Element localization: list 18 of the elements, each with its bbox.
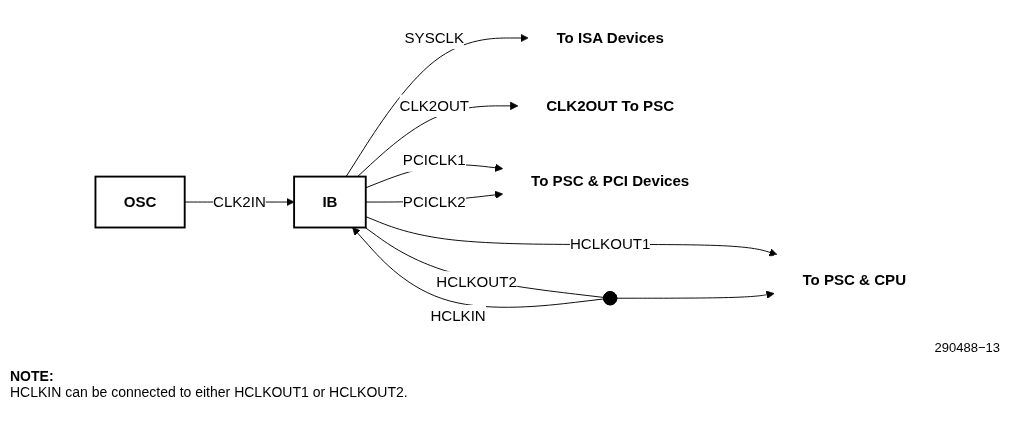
edge-label: SYSCLK [404, 29, 465, 46]
edge-label: HCLKIN [430, 307, 486, 324]
edge-label: PCICLK1 [402, 152, 466, 169]
note-text: HCLKIN can be connected to either HCLKOUT1 or HCLKOUT2. [10, 384, 408, 400]
figure-number: 290488−13 [934, 340, 1000, 355]
note-heading: NOTE: [10, 368, 54, 384]
edge-label: PCICLK2 [402, 193, 466, 210]
node-box: IB [293, 175, 367, 229]
node-text: CLK2OUT To PSC [546, 97, 675, 114]
edge-label: CLK2IN [213, 193, 266, 210]
node-box: OSC [94, 175, 186, 229]
node-text: To PSC & PCI Devices [531, 172, 690, 189]
node-text: To PSC & CPU [802, 271, 907, 288]
connector [364, 227, 605, 298]
node-text: To ISA Devices [556, 29, 664, 46]
edge-label: CLK2OUT [399, 97, 470, 114]
edge-label: HCLKOUT2 [436, 273, 517, 290]
edge-label: HCLKOUT1 [570, 235, 651, 253]
